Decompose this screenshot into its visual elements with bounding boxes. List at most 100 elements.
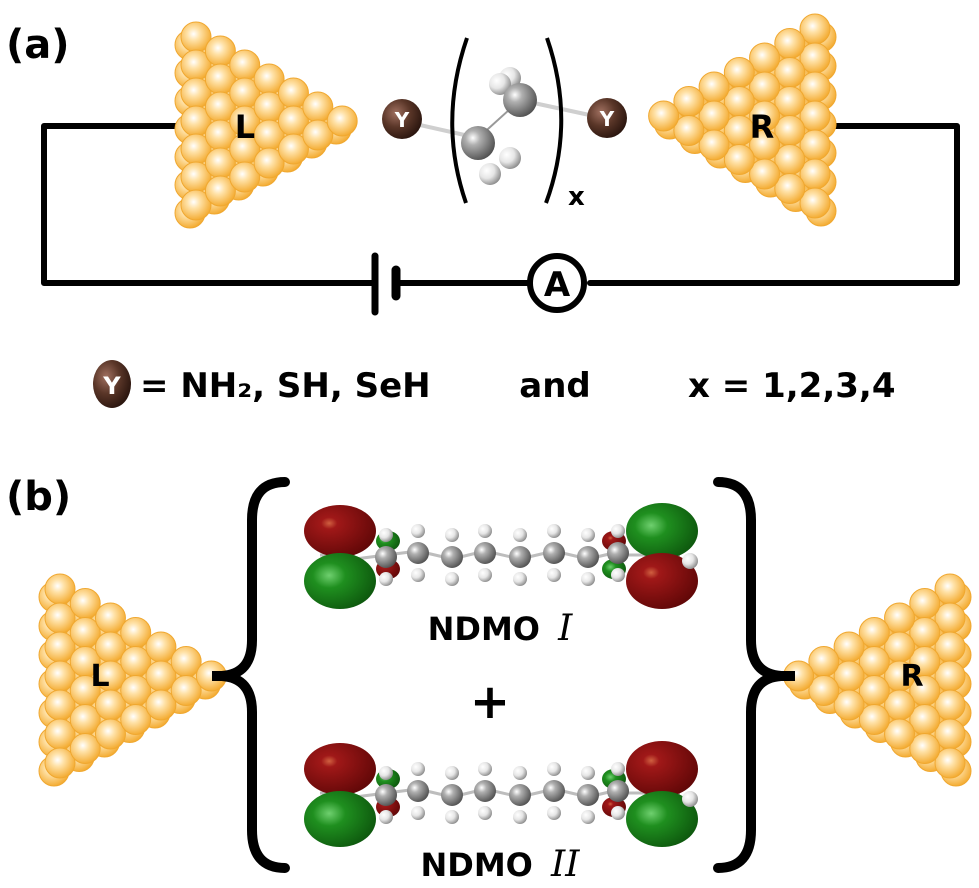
hydrogen-atom — [581, 572, 595, 586]
gold-atom — [799, 187, 831, 219]
orbital-lobe — [304, 743, 376, 795]
hydrogen-atom — [478, 524, 492, 538]
orbital-lobe — [626, 741, 698, 797]
right-parenthesis — [544, 37, 564, 204]
hydrogen-atom — [513, 766, 527, 780]
carbon-atom — [577, 784, 599, 806]
hydrogen-atom — [499, 147, 521, 169]
ndmo-i-caption: NDMO I — [428, 608, 574, 649]
carbon-atom — [474, 542, 496, 564]
orbital-lobe — [626, 791, 698, 847]
carbon-atom — [543, 542, 565, 564]
hydrogen-atom — [611, 524, 625, 538]
hydrogen-atom — [547, 568, 561, 582]
ammeter-label: A — [544, 265, 571, 305]
hydrogen-atom — [411, 524, 425, 538]
ammeter-icon: A — [527, 253, 587, 313]
carbon-atom — [543, 780, 565, 802]
battery-icon — [371, 252, 401, 316]
orbital-lobe — [304, 791, 376, 847]
hydrogen-atom — [411, 568, 425, 582]
anchor-label-right: Y — [599, 107, 615, 131]
gold-atom — [229, 161, 261, 193]
hydrogen-atom — [411, 806, 425, 820]
carbon-atom — [607, 780, 629, 802]
hydrogen-atom — [581, 810, 595, 824]
ndmo-ii-label: NDMO — [420, 846, 532, 884]
hydrogen-atom — [478, 762, 492, 776]
hydrogen-atom — [478, 568, 492, 582]
plus-sign: + — [470, 674, 510, 730]
ndmo-i-numeral: I — [557, 608, 573, 649]
anchor-atom-left: Y — [382, 99, 422, 139]
orbital-lobe — [304, 553, 376, 609]
hydrogen-atom — [611, 762, 625, 776]
hydrogen-atom — [379, 528, 393, 542]
right-curly-brace — [713, 477, 782, 873]
hydrogen-atom — [513, 810, 527, 824]
carbon-atom — [474, 780, 496, 802]
hydrogen-atom — [547, 806, 561, 820]
repeat-legend-text: x = 1,2,3,4 — [688, 366, 895, 406]
carbon-atom — [509, 784, 531, 806]
legend-conjunction: and — [519, 366, 591, 406]
gold-atom — [833, 689, 865, 721]
anchor-label-left: Y — [394, 108, 410, 132]
gold-atom — [909, 733, 941, 764]
hydrogen-atom — [479, 163, 501, 185]
hydrogen-atom — [581, 528, 595, 542]
hydrogen-atom — [581, 766, 595, 780]
hydrogen-atom — [379, 766, 393, 780]
gold-atom — [698, 129, 730, 161]
gold-atom — [69, 733, 101, 764]
hydrogen-atom — [445, 766, 459, 780]
ndmo-ii-orbital — [304, 741, 698, 847]
gold-atom — [277, 133, 309, 165]
left-electrode-label-a: L — [235, 108, 255, 146]
gold-atom — [749, 158, 781, 190]
gold-atom — [774, 173, 806, 204]
carbon-atom — [577, 546, 599, 568]
hydrogen-atom — [445, 528, 459, 542]
gold-atom — [204, 175, 236, 207]
left-electrode-b — [38, 573, 227, 787]
circuit-wires — [41, 123, 960, 286]
ndmo-i-label: NDMO — [428, 610, 540, 648]
right-electrode-label-a: R — [750, 108, 775, 146]
left-curly-brace — [221, 477, 290, 873]
carbon-atom — [607, 542, 629, 564]
hydrogen-atom — [682, 791, 698, 807]
wire-right — [587, 123, 960, 286]
hydrogen-atom — [547, 762, 561, 776]
left-parenthesis — [450, 37, 469, 204]
gold-atom — [858, 704, 890, 735]
ndmo-ii-caption: NDMO II — [420, 844, 580, 885]
carbon-atom — [509, 546, 531, 568]
gold-atom — [648, 100, 680, 132]
orbital-lobe — [304, 505, 376, 557]
carbon-atom — [461, 126, 495, 160]
ndmo-ii-numeral: II — [550, 844, 580, 885]
hydrogen-atom — [513, 528, 527, 542]
hydrogen-atom — [547, 524, 561, 538]
gold-atom — [253, 147, 285, 179]
left-electrode-a — [174, 21, 358, 229]
gold-atom — [94, 718, 126, 750]
gold-atom — [180, 189, 212, 221]
gold-atom — [326, 105, 358, 137]
hydrogen-atom — [411, 762, 425, 776]
hydrogen-atom — [513, 572, 527, 586]
orbital-lobe — [626, 503, 698, 559]
gold-atom — [120, 704, 152, 735]
hydrogen-atom — [445, 572, 459, 586]
hydrogen-atom — [611, 806, 625, 820]
gold-atom — [145, 689, 177, 721]
gold-atom — [723, 144, 755, 175]
gold-atom — [673, 115, 705, 146]
right-electrode-a — [648, 13, 837, 227]
gold-atom — [934, 747, 966, 779]
hydrogen-atom — [379, 810, 393, 824]
panel-a-label: (a) — [6, 22, 70, 68]
gold-atom — [808, 675, 840, 706]
